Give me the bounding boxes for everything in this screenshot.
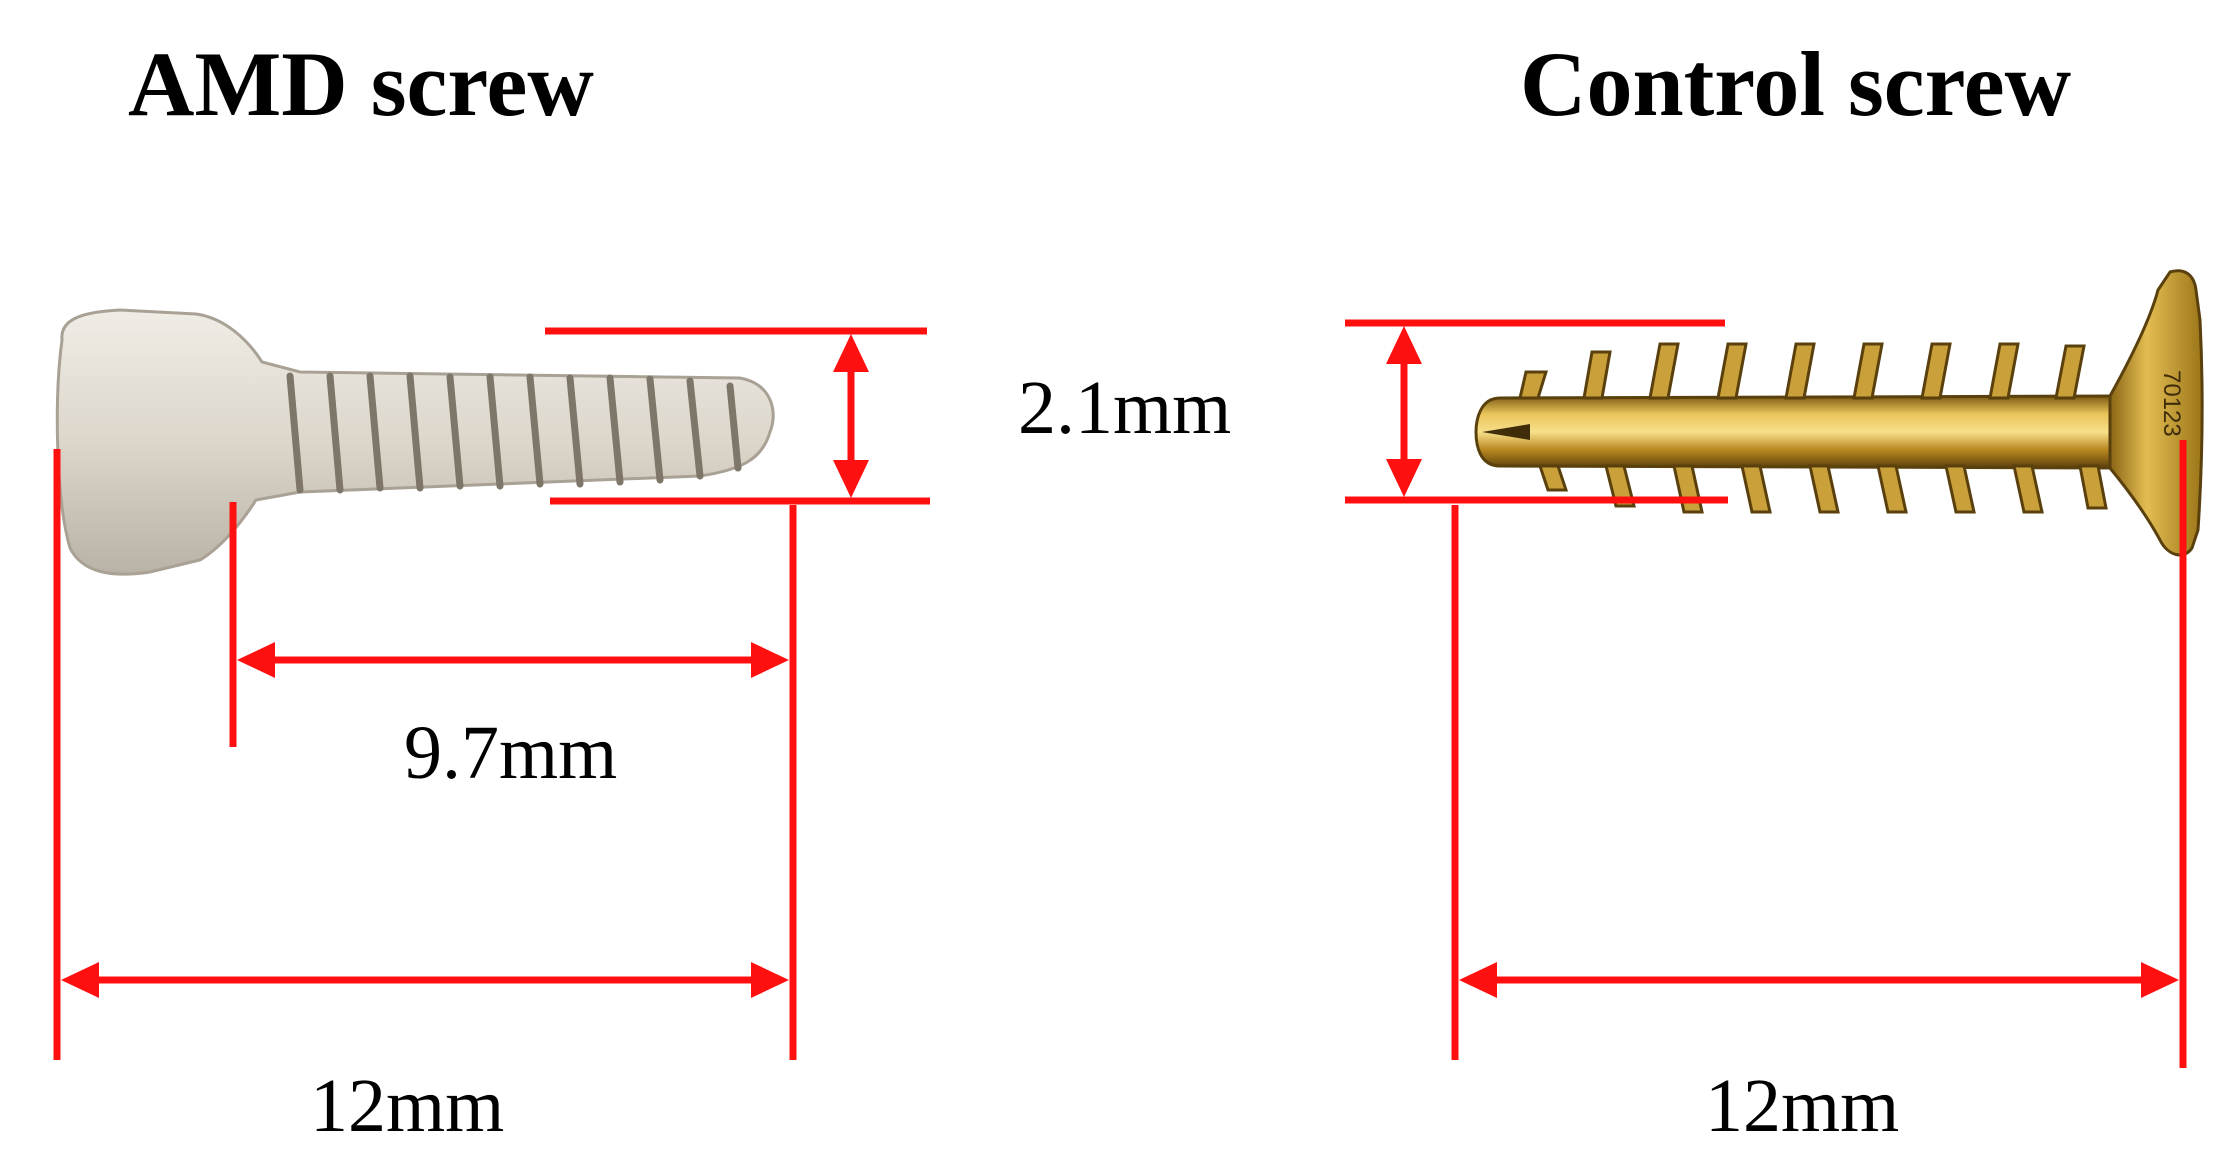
arrowhead: [833, 460, 869, 498]
control-total-length-label: 12mm: [1705, 1064, 1900, 1148]
amd-screw-title: AMD screw: [128, 33, 594, 135]
control-screw-image: 70123: [1474, 269, 2204, 557]
control-head-marking: 70123: [2158, 370, 2185, 437]
arrowhead: [751, 962, 789, 998]
amd-thread-length-label: 9.7mm: [404, 711, 618, 795]
arrowhead: [751, 642, 789, 678]
arrowhead: [237, 642, 275, 678]
dimension-lines: [53, 319, 2187, 1068]
control-screw-head: [2108, 269, 2204, 557]
arrowhead: [1386, 459, 1422, 497]
arrowheads: [61, 326, 2179, 998]
amd-total-length-label: 12mm: [310, 1064, 505, 1148]
arrowhead: [833, 334, 869, 372]
control-screw-title: Control screw: [1520, 33, 2072, 135]
arrowhead: [1459, 962, 1497, 998]
diameter-label: 2.1mm: [1018, 366, 1232, 450]
arrowhead: [1386, 326, 1422, 364]
arrowhead: [2141, 962, 2179, 998]
arrowhead: [61, 962, 99, 998]
amd-screw-threads: [286, 372, 742, 494]
amd-screw-image: [55, 308, 775, 576]
control-screw-tip-slot: [1482, 424, 1530, 440]
